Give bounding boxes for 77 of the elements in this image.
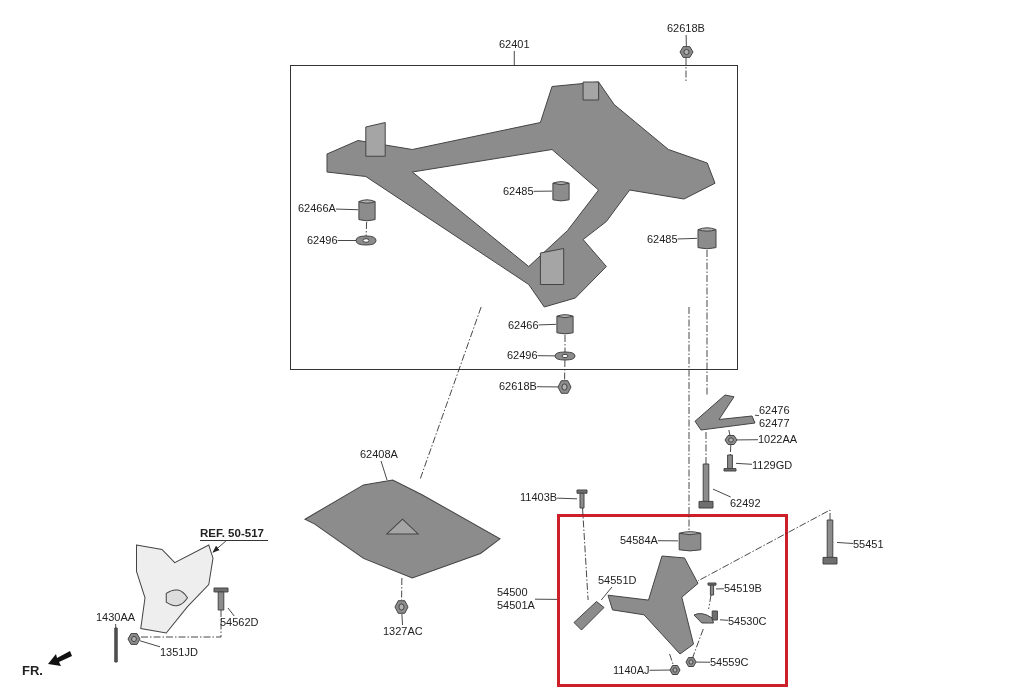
leader-line [115, 623, 117, 629]
part-number: 54519B [724, 582, 762, 595]
leader-line [685, 34, 687, 47]
assembly-centerline [692, 628, 704, 658]
leader-line [677, 237, 698, 240]
assembly-centerline [685, 57, 687, 83]
group-frame [290, 65, 738, 370]
part-number: 1327AC [383, 625, 423, 638]
part-number: 54501A [497, 599, 535, 612]
part-number: 54562D [220, 616, 259, 629]
reference-label: REF. 50-517 [200, 527, 268, 541]
part-number: 62466 [508, 319, 539, 332]
leader-line [536, 386, 559, 388]
leader-line [754, 414, 760, 417]
direction-label: FR. [22, 664, 43, 677]
part-number: 62476 [759, 404, 790, 417]
part-number: 54559C [710, 656, 749, 669]
part-number: 11403B [520, 491, 558, 504]
part-number: 62485 [503, 185, 534, 198]
leader-line [695, 661, 711, 663]
leader-line [649, 669, 671, 671]
leader-line [401, 613, 403, 626]
leader-line [836, 542, 854, 544]
assembly-centerline [729, 444, 732, 456]
part-number: 62485 [647, 233, 678, 246]
part-number: 54500 [497, 586, 529, 599]
assembly-centerline [697, 509, 831, 582]
assembly-centerline [706, 249, 708, 396]
part-number: 62496 [307, 234, 338, 247]
part-number: 62492 [730, 497, 761, 510]
part-number: 55451 [853, 538, 884, 551]
assembly-centerline [564, 359, 566, 381]
leader-line [380, 460, 388, 481]
leader-line [556, 497, 578, 500]
leader-line [719, 619, 729, 621]
assembly-centerline [365, 221, 368, 237]
highlight-frame [557, 514, 788, 687]
part-number: 1022AA [758, 433, 798, 446]
assembly-centerline [669, 653, 674, 666]
leader-line [227, 607, 235, 617]
part-number: 54584A [620, 534, 658, 547]
leader-line [335, 208, 359, 211]
part-number: 1351JD [160, 646, 198, 659]
leader-line [139, 640, 161, 648]
assembly-centerline [139, 609, 222, 638]
part-number: 54530C [728, 615, 767, 628]
assembly-centerline [419, 306, 482, 481]
assembly-centerline [705, 429, 707, 465]
leader-line [657, 540, 679, 542]
assembly-centerline [564, 334, 566, 353]
part-number: 1129GD [752, 459, 793, 472]
assembly-centerline [688, 306, 690, 531]
leader-line [736, 439, 759, 441]
leader-line [537, 355, 556, 357]
part-number: 62496 [507, 349, 538, 362]
leader-line [712, 488, 732, 498]
part-number: 62618B [499, 380, 537, 393]
leader-line [735, 462, 753, 465]
part-number: 62401 [499, 38, 530, 51]
leader-line [600, 586, 613, 601]
part-number: 62466A [298, 202, 336, 215]
leader-line [715, 588, 725, 590]
part-number: 1430AA [96, 611, 136, 624]
leader-line [337, 240, 357, 241]
part-number: 62618B [667, 22, 705, 35]
part-number: 62477 [759, 417, 790, 430]
leader-line [533, 190, 553, 192]
assembly-centerline [582, 507, 589, 601]
assembly-centerline [401, 577, 403, 601]
part-number: 1140AJ [613, 664, 650, 677]
assembly-centerline [708, 594, 712, 610]
assembly-centerline [728, 429, 731, 436]
part-number: 54551D [598, 574, 637, 587]
leader-line [513, 50, 515, 66]
part-number: 62408A [360, 448, 398, 461]
leader-line [534, 598, 558, 600]
leader-line [538, 323, 557, 326]
